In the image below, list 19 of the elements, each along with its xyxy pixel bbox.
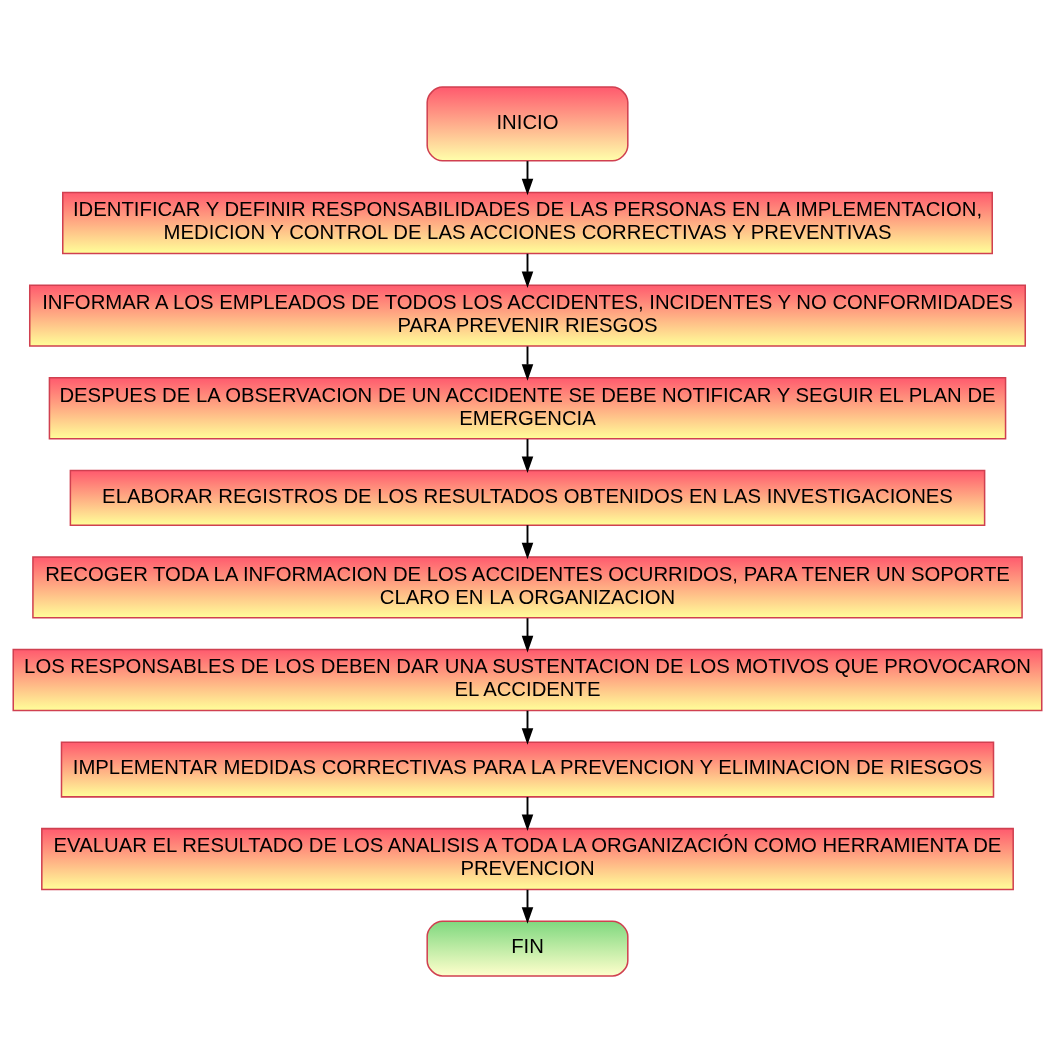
arrow — [521, 523, 534, 559]
node-box: DESPUES DE LA OBSERVACION DE UN ACCIDENTE SE DEBE NOTIFICAR Y SEGUIR EL PLAN DE EMERGENCIA — [48, 376, 1007, 440]
arrow — [521, 795, 534, 831]
node-box: IDENTIFICAR Y DEFINIR RESPONSABILIDADES DE LAS PERSONAS EN LA IMPLEMENTACION, MEDICION Y CONTROL DE LAS ACCIONES CORRECTIVAS Y PREVENTIVAS — [62, 191, 993, 254]
node-box: IMPLEMENTAR MEDIDAS CORRECTIVAS PARA LA PREVENCION Y ELIMINACION DE RIESGOS — [60, 741, 995, 798]
arrow — [521, 709, 534, 745]
node-box: INICIO — [426, 85, 629, 161]
node-box: LOS RESPONSABLES DE LOS DEBEN DAR UNA SUSTENTACION DE LOS MOTIVOS QUE PROVOCARON EL ACCIDENTE — [12, 648, 1043, 711]
node-box: ELABORAR REGISTROS DE LOS RESULTADOS OBTENIDOS EN LAS INVESTIGACIONES — [69, 469, 986, 526]
arrow — [521, 888, 534, 924]
arrow — [521, 616, 534, 652]
node-box: EVALUAR EL RESULTADO DE LOS ANALISIS A TODA LA ORGANIZACIÓN COMO HERRAMIENTA DE PREVENCION — [41, 827, 1014, 890]
arrow — [521, 437, 534, 473]
arrow — [521, 345, 534, 381]
arrow — [521, 159, 534, 195]
node-box: RECOGER TODA LA INFORMACION DE LOS ACCIDENTES OCURRIDOS, PARA TENER UN SOPORTE CLARO EN LA ORGANIZACION — [32, 555, 1023, 619]
node-box: INFORMAR A LOS EMPLEADOS DE TODOS LOS ACCIDENTES, INCIDENTES Y NO CONFORMIDADES PARA PREVENIR RIESGOS — [29, 283, 1026, 347]
node-box: FIN — [426, 920, 629, 977]
arrow — [521, 252, 534, 288]
